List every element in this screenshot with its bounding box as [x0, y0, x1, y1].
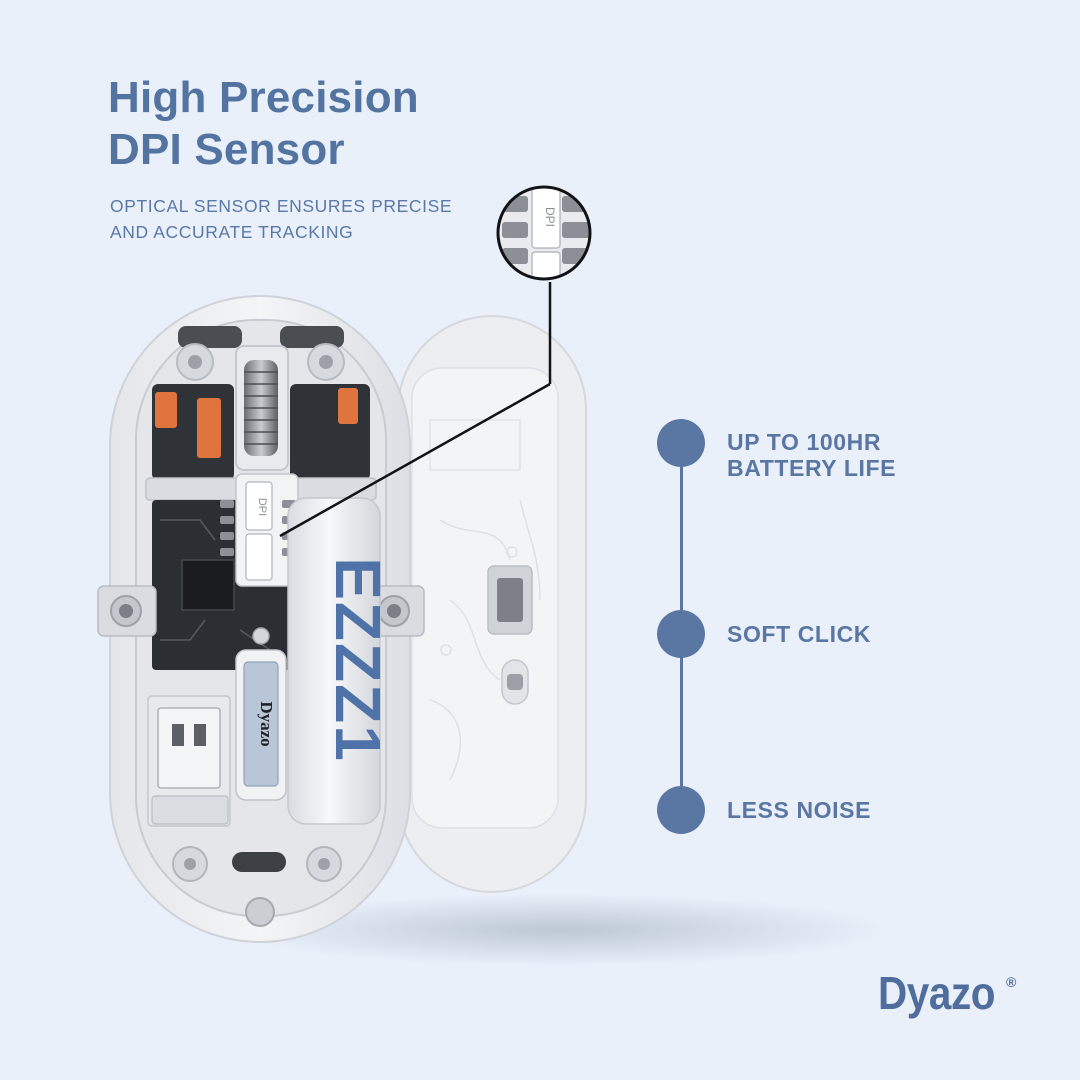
dpi-zoom-callout-icon: DPI	[279, 185, 592, 538]
feature-soft-click: SOFT CLICK	[727, 621, 871, 647]
brand-logo: Dyazo	[878, 967, 996, 1019]
feature-soft-click-label: SOFT CLICK	[727, 621, 871, 647]
zoom-dpi-text: DPI	[543, 207, 557, 227]
mouse-bottom-cover	[397, 315, 587, 893]
page-subtitle: OPTICAL SENSOR ENSURES PRECISE AND ACCUR…	[110, 193, 452, 245]
mouse-open-internals: DPI EZZZ1 Dyazo	[97, 295, 425, 943]
feature-less-noise-label: LESS NOISE	[727, 797, 872, 823]
dpi-button-text: DPI	[256, 498, 268, 516]
feature-battery-line-2: BATTERY LIFE	[727, 455, 897, 481]
page-title: High Precision DPI Sensor	[108, 72, 419, 176]
feature-battery-life: UP TO 100HR BATTERY LIFE	[727, 429, 896, 481]
aa-battery	[287, 497, 381, 825]
subtitle-line-1: OPTICAL SENSOR ENSURES PRECISE	[110, 196, 453, 216]
timeline-dot-icon	[657, 419, 705, 467]
floor-shadow	[230, 894, 890, 966]
title-line-1: High Precision	[108, 73, 419, 122]
battery-marking: EZZZ1	[322, 557, 394, 763]
usb-receiver-storage	[243, 661, 279, 787]
feature-less-noise: LESS NOISE	[727, 797, 871, 823]
receiver-label: Dyazo	[257, 701, 276, 746]
timeline-dot-icon	[657, 610, 705, 658]
registered-mark: ®	[1006, 974, 1017, 990]
subtitle-line-2: AND ACCURATE TRACKING	[110, 222, 354, 242]
title-line-2: DPI Sensor	[108, 125, 345, 174]
feature-battery-line-1: UP TO 100HR	[727, 429, 882, 455]
timeline-dot-icon	[657, 786, 705, 834]
usb-dongle	[157, 707, 221, 789]
